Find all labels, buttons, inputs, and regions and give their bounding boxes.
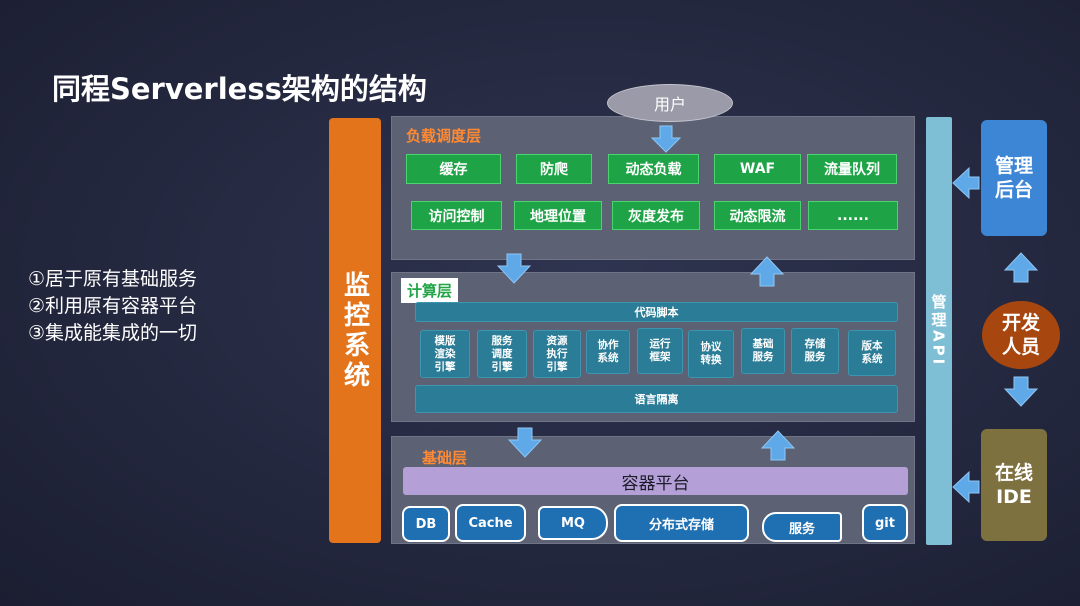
- online-ide: 在线 IDE: [981, 429, 1047, 541]
- git-store: git: [862, 504, 908, 542]
- monitor-system: 监控系统: [329, 118, 381, 543]
- down-arrow-icon: [650, 125, 682, 153]
- dispatch-item: 动态限流: [714, 201, 801, 230]
- dispatch-item: 防爬: [516, 154, 592, 184]
- dispatch-layer-title: 负载调度层: [406, 127, 482, 145]
- admin-console: 管理 后台: [981, 120, 1047, 236]
- container-platform: 容器平台: [403, 467, 908, 495]
- up-arrow-icon: [760, 430, 796, 461]
- compute-module: 资源 执行 引擎: [533, 330, 581, 378]
- compute-module: 运行 框架: [637, 328, 683, 374]
- distributed-storage: 分布式存储: [614, 504, 749, 542]
- compute-module: 服务 调度 引擎: [477, 330, 527, 378]
- dispatch-item: ......: [808, 201, 898, 230]
- service-store: 服务: [762, 512, 842, 542]
- dispatch-layer: 负载调度层: [391, 116, 915, 260]
- down-arrow-icon: [507, 427, 543, 458]
- dispatch-item: 访问控制: [411, 201, 502, 230]
- point-3: ③集成能集成的一切: [28, 322, 198, 344]
- up-arrow-icon: [1003, 252, 1039, 283]
- compute-module: 基础 服务: [741, 328, 785, 374]
- slide-title: 同程Serverless架构的结构: [52, 72, 427, 106]
- compute-module: 模版 渲染 引擎: [420, 330, 470, 378]
- compute-layer-title: 计算层: [401, 278, 459, 303]
- code-script-bar: 代码脚本: [415, 302, 898, 322]
- compute-module: 协议 转换: [688, 330, 734, 378]
- user-node: 用户: [607, 84, 733, 122]
- mq-queue: MQ: [538, 506, 608, 540]
- language-isolation-bar: 语言隔离: [415, 385, 898, 413]
- base-layer-title: 基础层: [422, 449, 468, 467]
- db-store: DB: [402, 506, 450, 542]
- management-api-label: 管理API: [929, 294, 948, 368]
- dispatch-item: 流量队列: [807, 154, 897, 184]
- dispatch-item: 地理位置: [514, 201, 602, 230]
- compute-module: 存储 服务: [791, 328, 839, 374]
- point-2: ②利用原有容器平台: [28, 295, 198, 317]
- point-1: ①居于原有基础服务: [28, 268, 198, 290]
- compute-module: 版本 系统: [848, 330, 896, 376]
- dispatch-item: 灰度发布: [612, 201, 700, 230]
- dispatch-item: WAF: [714, 154, 801, 184]
- developers-node: 开发 人员: [982, 301, 1060, 369]
- left-arrow-icon: [952, 166, 980, 200]
- management-api-bar: 管理API: [926, 117, 952, 545]
- down-arrow-icon: [1003, 376, 1039, 407]
- cache-store: Cache: [455, 504, 526, 542]
- left-arrow-icon: [952, 470, 980, 504]
- dispatch-item: 缓存: [406, 154, 501, 184]
- up-arrow-icon: [749, 256, 785, 287]
- compute-module: 协作 系统: [586, 330, 630, 374]
- dispatch-item: 动态负载: [608, 154, 699, 184]
- key-points: ①居于原有基础服务 ②利用原有容器平台 ③集成能集成的一切: [28, 266, 197, 347]
- down-arrow-icon: [496, 253, 532, 284]
